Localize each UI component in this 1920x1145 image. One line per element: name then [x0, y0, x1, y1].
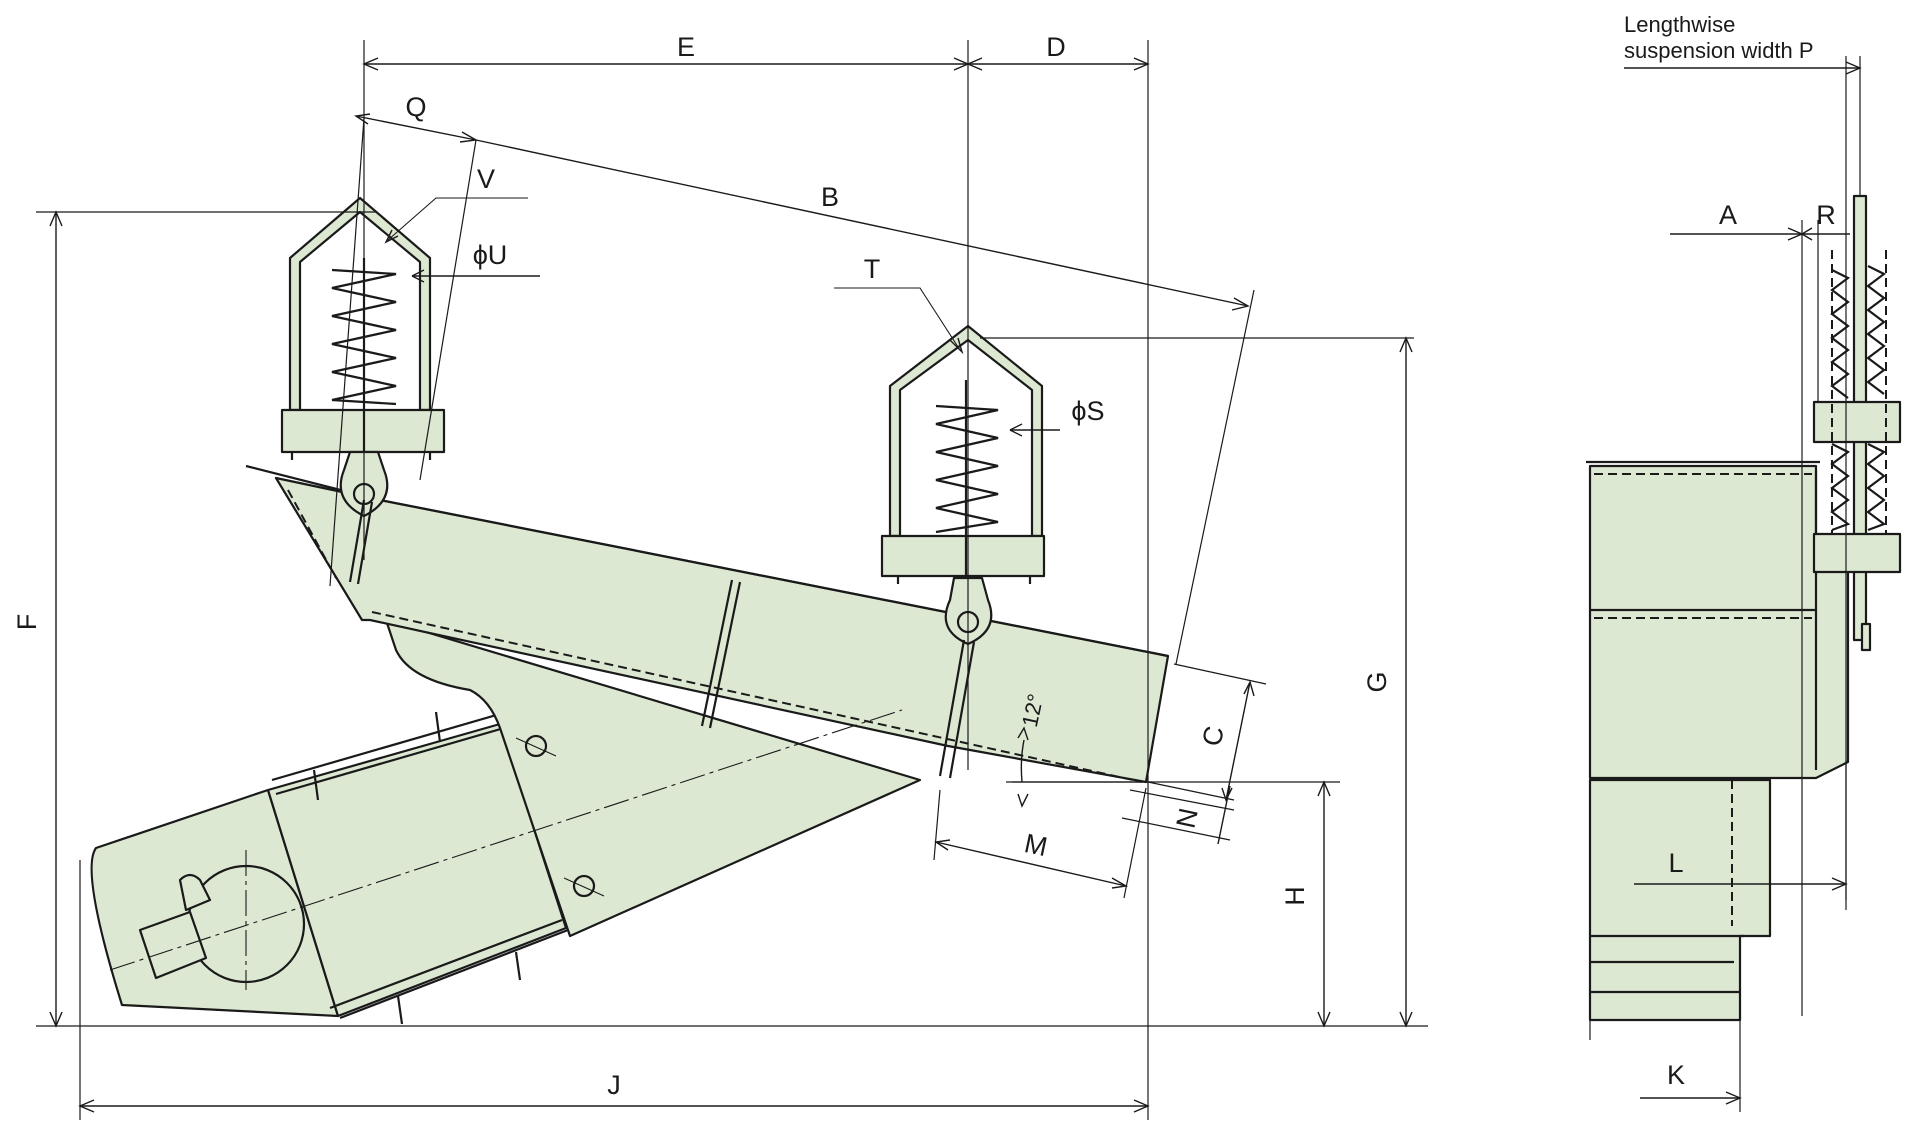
motor-cap: [178, 873, 212, 912]
dim-K-label: K: [1667, 1060, 1685, 1090]
dim-J-label: J: [607, 1070, 621, 1100]
dim-Q-line: [355, 115, 477, 141]
trough-end-dash: [287, 489, 337, 579]
dim-Q-label: Q: [405, 92, 426, 122]
dim-C-label: C: [1196, 723, 1229, 748]
drive-casing: [266, 722, 568, 1018]
dim-N-label: N: [1170, 805, 1203, 830]
dim-H-label: H: [1280, 886, 1310, 906]
dim-B-line: [475, 139, 1249, 307]
dim-A-label: A: [1719, 200, 1737, 230]
angle-arc: [1020, 739, 1025, 783]
dim-L-label: L: [1668, 848, 1683, 878]
end-view-spring-plate-top: [1812, 400, 1902, 444]
drive-centerline: [109, 709, 903, 971]
front-spring-icon: [935, 404, 999, 534]
side-view-dimensions: E D B Q V ϕU T ϕS F: [12, 32, 1428, 1120]
drive-flange-bottom: [339, 928, 569, 1020]
dim-S-label: ϕS: [1071, 396, 1104, 426]
motor-terminal: [138, 910, 208, 980]
dim-M-line: [935, 841, 1127, 887]
neck-bolt-lower: [572, 874, 596, 898]
dim-V-leader: [387, 197, 528, 241]
dim-M-label: M: [1022, 828, 1050, 862]
dim-E-label: E: [677, 32, 695, 62]
end-view-dimensions: Lengthwise suspension width P A R L K: [1589, 12, 1862, 1112]
end-view-spring-plate-bottom: [1812, 532, 1902, 574]
dim-U-label: ϕU: [473, 240, 508, 270]
dim-C-line: [1225, 681, 1251, 801]
trough-liner-dash: [371, 611, 1143, 783]
dim-P-label-line1: Lengthwise: [1624, 12, 1735, 37]
dim-B-label: B: [821, 182, 839, 212]
dim-P-label-line2: suspension width P: [1624, 38, 1814, 63]
dim-N-line: [1217, 785, 1231, 845]
front-spring-plate: [880, 534, 1046, 578]
dim-G-label: G: [1362, 671, 1392, 692]
end-view-spring-icon: [1830, 269, 1851, 399]
flange-bolts: [312, 711, 522, 1025]
neck-bolt-upper: [524, 734, 548, 758]
side-view: [90, 196, 1170, 1025]
dim-F-label: F: [12, 614, 42, 631]
dim-T-label: T: [864, 254, 881, 284]
dim-T-leader: [834, 287, 961, 351]
dim-D-label: D: [1046, 32, 1066, 62]
dim-V-label: V: [477, 164, 495, 194]
end-view-drive: [1588, 778, 1772, 1022]
dim-R-label: R: [1816, 200, 1836, 230]
trough-neck: [384, 618, 922, 938]
end-view: [1586, 194, 1902, 1022]
end-view-body: [1588, 464, 1850, 780]
trough-stiffener: [700, 579, 734, 727]
trough-stiffener-2: [708, 581, 742, 729]
rear-rod: [348, 499, 366, 583]
front-rod: [938, 639, 966, 777]
